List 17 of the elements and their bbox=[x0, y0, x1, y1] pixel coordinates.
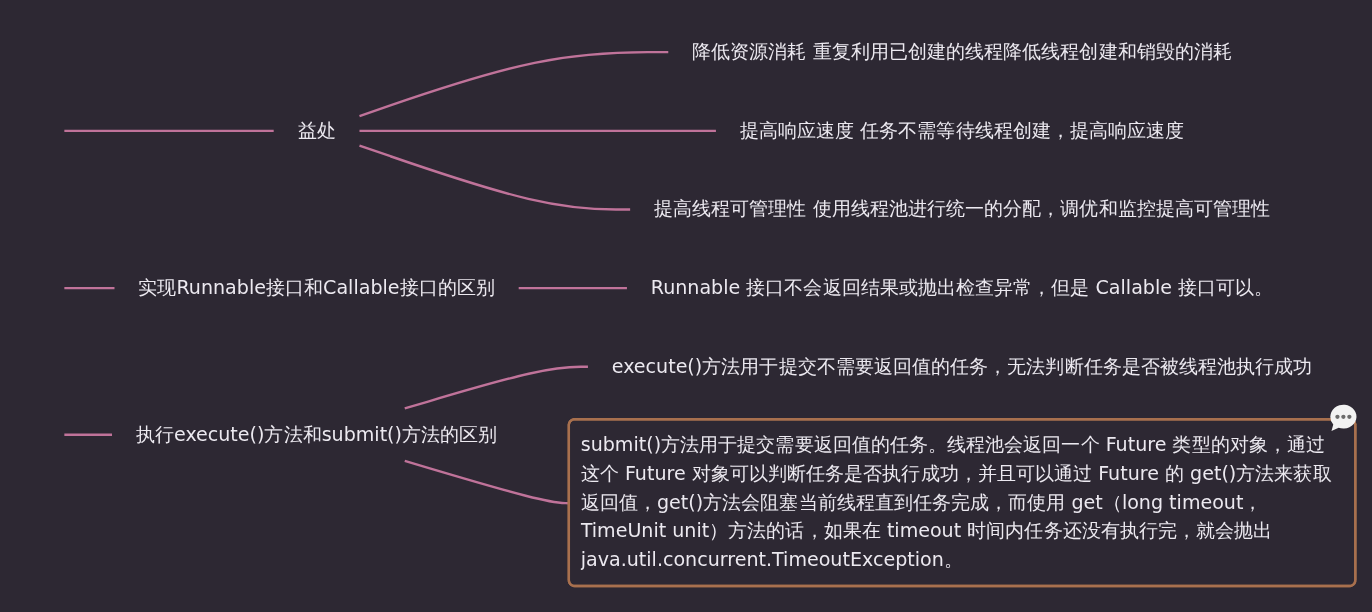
topic-text: 降低资源消耗 重复利用已创建的线程降低线程创建和销毁的消耗 bbox=[692, 40, 1233, 63]
connector-line bbox=[518, 286, 627, 290]
topic-text: 实现Runnable接口和Callable接口的区别 bbox=[138, 276, 495, 299]
connector-line bbox=[359, 51, 669, 118]
connector-line bbox=[359, 144, 631, 211]
topic-text: execute()方法用于提交不需要返回值的任务，无法判断任务是否被线程池执行成功 bbox=[611, 354, 1313, 378]
connector-line bbox=[404, 365, 588, 410]
topic-text: 益处 bbox=[297, 118, 336, 142]
note-box: submit()方法用于提交需要返回值的任务。线程池会返回一个 Future 类型的对象，通过这个 Future 对象可以判断任务是否执行成功，并且可以通过 Future 的 get()方法来获取返回值，get()方法会阻塞当前线程直到任务完成，而使用 get（long timeout，TimeUnit unit）方法的话，如果在 timeout 时间内任务还没有执行完，就会抛出 java.util.concurrent.TimeoutException。 bbox=[567, 418, 1357, 588]
topic-text: 提高响应速度 任务不需等待线程创建，提高响应速度 bbox=[739, 118, 1185, 142]
connector-line bbox=[64, 433, 112, 436]
connector-line bbox=[64, 129, 274, 132]
connector-line bbox=[359, 129, 716, 132]
topic-text: Runnable 接口不会返回结果或抛出检查异常，但是 Callable 接口可以。 bbox=[650, 276, 1274, 299]
topic-text: 提高线程可管理性 使用线程池进行统一的分配，调优和监控提高可管理性 bbox=[653, 197, 1271, 221]
topic-text: 执行execute()方法和submit()方法的区别 bbox=[135, 422, 498, 446]
connector-line bbox=[64, 286, 115, 290]
